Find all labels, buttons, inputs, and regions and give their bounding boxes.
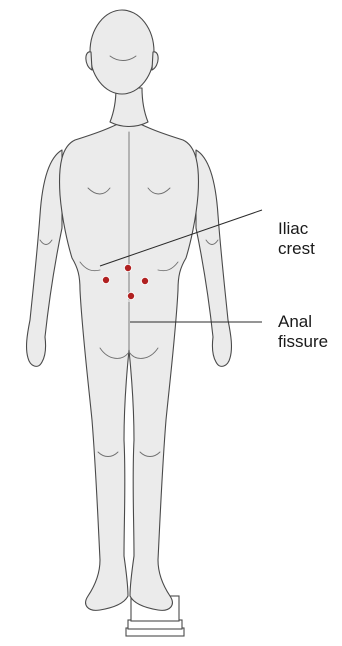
human-figure-back-view xyxy=(27,10,232,610)
iliac-crest-label-line1: Iliac xyxy=(278,219,315,239)
right-arm xyxy=(196,150,231,366)
marker-point-left-iliac xyxy=(102,276,109,283)
head xyxy=(90,10,154,94)
anal-fissure-label-line1: Anal xyxy=(278,312,328,332)
right-ear xyxy=(152,52,158,70)
marker-point-center-iliac xyxy=(124,264,131,271)
anal-fissure-label-line2: fissure xyxy=(278,332,328,352)
anal-fissure-label: Anal fissure xyxy=(278,312,328,352)
marker-point-right-iliac xyxy=(141,277,148,284)
iliac-crest-label-line2: crest xyxy=(278,239,315,259)
left-arm xyxy=(27,150,62,366)
marker-point-sacral xyxy=(127,292,134,299)
iliac-crest-label: Iliac crest xyxy=(278,219,315,259)
left-ear xyxy=(86,52,92,70)
